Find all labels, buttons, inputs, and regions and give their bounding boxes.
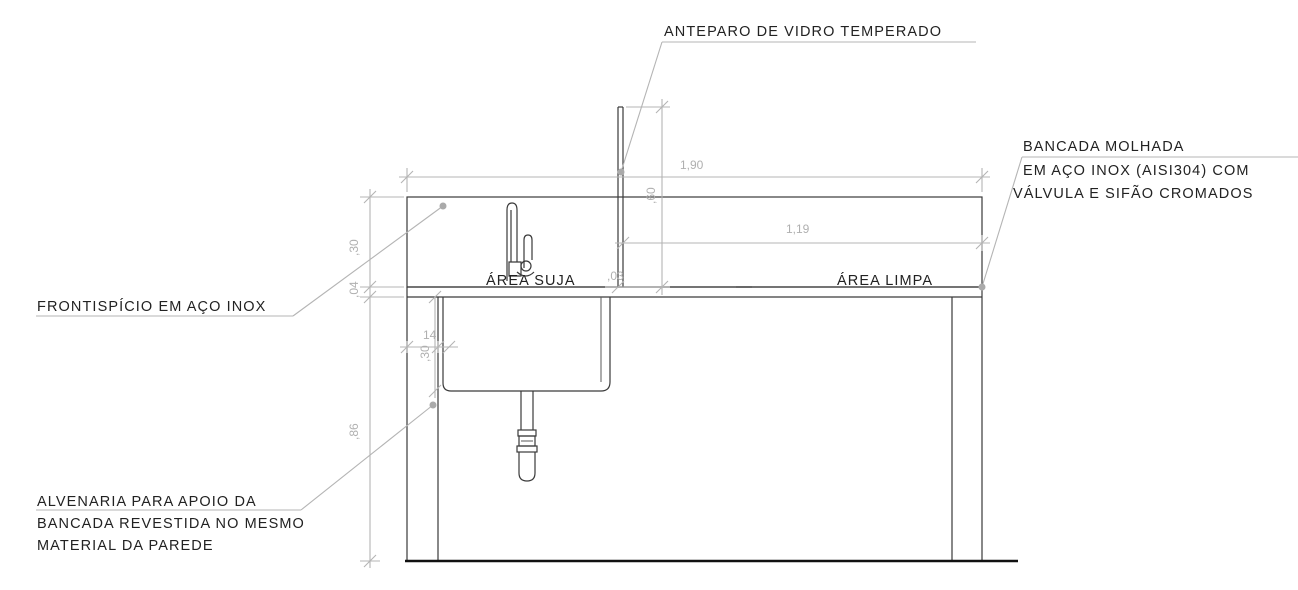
counter-structure: [405, 196, 1018, 563]
dim-counter-height: ,86: [347, 423, 361, 440]
dimension-lines: [360, 99, 990, 568]
dim-top-thickness: ,04: [347, 281, 361, 298]
anteparo-label: ANTEPARO DE VIDRO TEMPERADO: [664, 24, 942, 40]
dim-gap: ,03: [607, 269, 624, 283]
dim-offset-14: 14: [423, 328, 437, 342]
dim-total-width: 1,90: [680, 158, 704, 172]
dim-clean-width: 1,19: [786, 222, 810, 236]
dim-glass-height: ,60: [644, 187, 658, 204]
drain-siphon: [516, 391, 538, 482]
leader-alvenaria: ALVENARIA PARA APOIO DA BANCADA REVESTID…: [36, 401, 437, 554]
area-limpa-label: ÁREA LIMPA: [837, 272, 933, 289]
dim-backsplash-height: ,30: [347, 239, 361, 256]
bancada-label-line3: VÁLVULA E SIFÃO CROMADOS: [1013, 185, 1253, 202]
dimension-texts: 1,90 1,19 ,60 ,03 ,30 ,04 ,86 14 ,30: [347, 158, 810, 440]
frontispicio-label: FRONTISPÍCIO EM AÇO INOX: [37, 298, 266, 315]
sink-bowl: [442, 297, 611, 392]
bancada-label-line1: BANCADA MOLHADA: [1023, 139, 1185, 155]
leader-bancada: BANCADA MOLHADA EM AÇO INOX (AISI304) CO…: [978, 139, 1298, 291]
alvenaria-label-line3: MATERIAL DA PAREDE: [37, 538, 214, 554]
leader-frontispicio: FRONTISPÍCIO EM AÇO INOX: [36, 202, 447, 317]
alvenaria-label-line2: BANCADA REVESTIDA NO MESMO: [37, 516, 305, 532]
dim-offset-30: ,30: [418, 345, 432, 362]
leader-anteparo: ANTEPARO DE VIDRO TEMPERADO: [617, 24, 976, 176]
area-suja-label: ÁREA SUJA: [486, 272, 576, 289]
alvenaria-label-line1: ALVENARIA PARA APOIO DA: [37, 494, 257, 510]
faucet-icon: [506, 202, 535, 281]
bancada-label-line2: EM AÇO INOX (AISI304) COM: [1023, 163, 1250, 179]
